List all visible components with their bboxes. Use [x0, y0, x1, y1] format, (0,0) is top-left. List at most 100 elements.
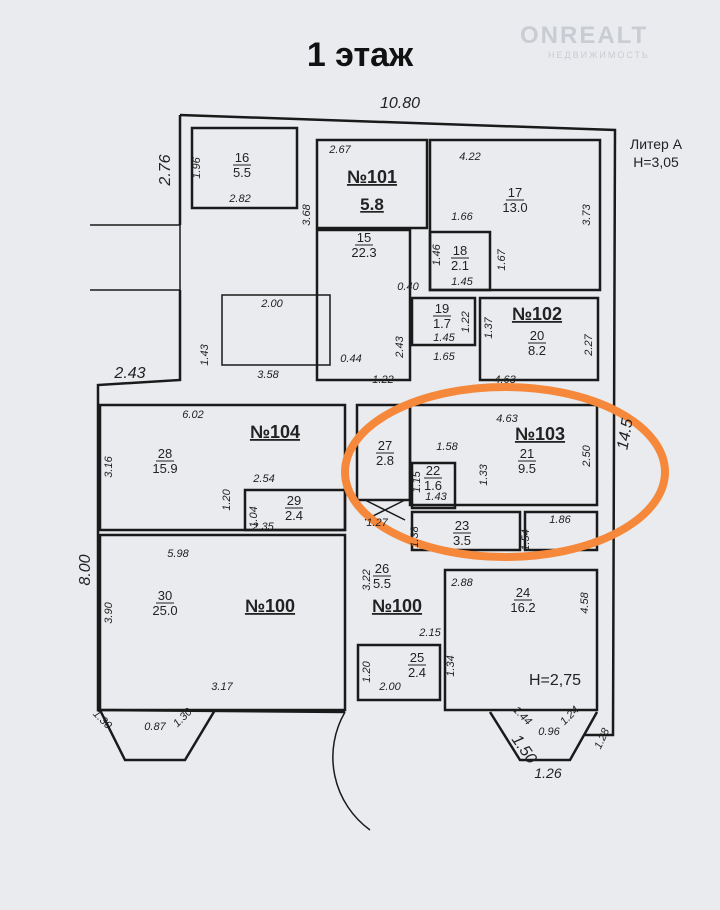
apartment-103: №103	[515, 424, 565, 444]
dimension-label: 1.26	[534, 765, 561, 781]
dimension-label: 2.67	[328, 144, 351, 156]
dimension-label: 2.76	[157, 154, 174, 186]
highlight-outline	[341, 383, 669, 561]
dimension-label: 4.63	[494, 374, 516, 386]
dimension-label: 2.43	[113, 365, 145, 382]
apartment-101: №101	[347, 167, 397, 187]
apartment-100: №100	[245, 596, 295, 616]
apartment-labels: №101 5.8 №102 №103 №104 №100 №100	[245, 167, 565, 616]
room-area: 2.1	[451, 258, 469, 273]
room-number: 23	[455, 518, 469, 533]
room-area: 9.5	[518, 461, 536, 476]
dimension-label: 1.86	[549, 514, 571, 526]
dimension-label: 1.96	[191, 156, 203, 178]
room-number: 22	[426, 463, 440, 478]
room-area: 2.4	[408, 665, 426, 680]
apartment-100-hall: №100	[372, 596, 422, 616]
dimension-label: 0.40	[397, 281, 419, 293]
dimension-label: 1.44	[510, 704, 534, 728]
room-number: 17	[508, 185, 522, 200]
apartment-102: №102	[512, 304, 562, 324]
dimension-label: 4.22	[459, 151, 480, 163]
room-area: 8.2	[528, 343, 546, 358]
dimension-label: 0.87	[144, 721, 166, 733]
dimension-label: 1.15	[411, 470, 423, 492]
room-number: 29	[287, 493, 301, 508]
dimension-label: 1.30	[90, 708, 114, 732]
apartment-101-area: 5.8	[360, 195, 384, 214]
dimension-label: 2.27	[583, 333, 595, 356]
dimension-label: 14.5	[614, 417, 636, 451]
room-area: 3.5	[453, 533, 471, 548]
room-area: 16.2	[510, 600, 535, 615]
room-number: 15	[357, 230, 371, 245]
dimension-label: 4.58	[579, 591, 591, 613]
room-number: 25	[410, 650, 424, 665]
dimension-label: 1.04	[248, 506, 260, 527]
dimension-label: 1.24	[558, 704, 582, 728]
room-number: 24	[516, 585, 530, 600]
dimension-label: 2.43	[394, 335, 406, 358]
dimension-label: 2.15	[418, 627, 441, 639]
walls	[90, 113, 617, 831]
dimension-label: 1.46	[431, 243, 443, 265]
dimension-label: 1.65	[433, 351, 455, 363]
dimension-label: 2.35	[251, 521, 274, 533]
dimension-label: 1.38	[409, 525, 421, 547]
dimension-label: 2.00	[378, 681, 401, 693]
dimension-label: 1.22	[372, 374, 393, 386]
room-number: 20	[530, 328, 544, 343]
room-number: 26	[375, 561, 389, 576]
room-area: 25.0	[152, 603, 177, 618]
dimension-label: 2.50	[581, 444, 593, 467]
room-number: 21	[520, 446, 534, 461]
room-area: 1.7	[433, 316, 451, 331]
dimension-label: 0.44	[340, 353, 361, 365]
dimension-label: 1.45	[433, 332, 455, 344]
page-title: 1 этаж	[306, 36, 414, 74]
dimension-label: 1.22	[460, 311, 472, 332]
dimension-label: 1.27	[366, 517, 388, 529]
room-number: 19	[435, 301, 449, 316]
dimension-label: 1.34	[445, 655, 457, 676]
dimension-label: 3.90	[103, 601, 115, 623]
dimension-label: 10.80	[380, 95, 420, 112]
dimension-label: 1.66	[451, 211, 473, 223]
dimension-label: 2.88	[450, 577, 473, 589]
dimension-label: 3.17	[211, 681, 233, 693]
dimension-label: 0.96	[538, 726, 560, 738]
room-number: 28	[158, 446, 172, 461]
dimension-label: 1.58	[436, 441, 458, 453]
dimension-label: 1.33	[478, 463, 490, 485]
dimension-label: 2.54	[252, 473, 274, 485]
room-area: 1.6	[424, 478, 442, 493]
room-number: 16	[235, 150, 249, 165]
dimension-label: 6.02	[182, 409, 203, 421]
dimension-label: 1.43	[199, 343, 211, 365]
dimension-label: 1.45	[451, 276, 473, 288]
apartment-104: №104	[250, 422, 300, 442]
room-area: 2.8	[376, 453, 394, 468]
room-area: 15.9	[152, 461, 177, 476]
dimension-label: 1.43	[425, 491, 447, 503]
dimension-label: 8.00	[77, 554, 94, 585]
dimension-label: 4.63	[496, 413, 518, 425]
dimension-label: 1.67	[496, 248, 508, 270]
room-area: 5.5	[373, 576, 391, 591]
dimension-label: 5.98	[167, 548, 189, 560]
room-number: 30	[158, 588, 172, 603]
dimension-label: 1.20	[221, 488, 233, 510]
dimension-label: 3.73	[581, 203, 593, 225]
room-area: 13.0	[502, 200, 527, 215]
room-area: 22.3	[351, 245, 376, 260]
dimension-label: 1.28	[592, 726, 612, 751]
room-number: 18	[453, 243, 467, 258]
dimension-label: 2.82	[228, 193, 250, 205]
dimension-label: 2.00	[260, 298, 283, 310]
dimension-label: 3.16	[103, 455, 115, 477]
room-area: 5.5	[233, 165, 251, 180]
dimension-label: 1.37	[483, 316, 495, 338]
